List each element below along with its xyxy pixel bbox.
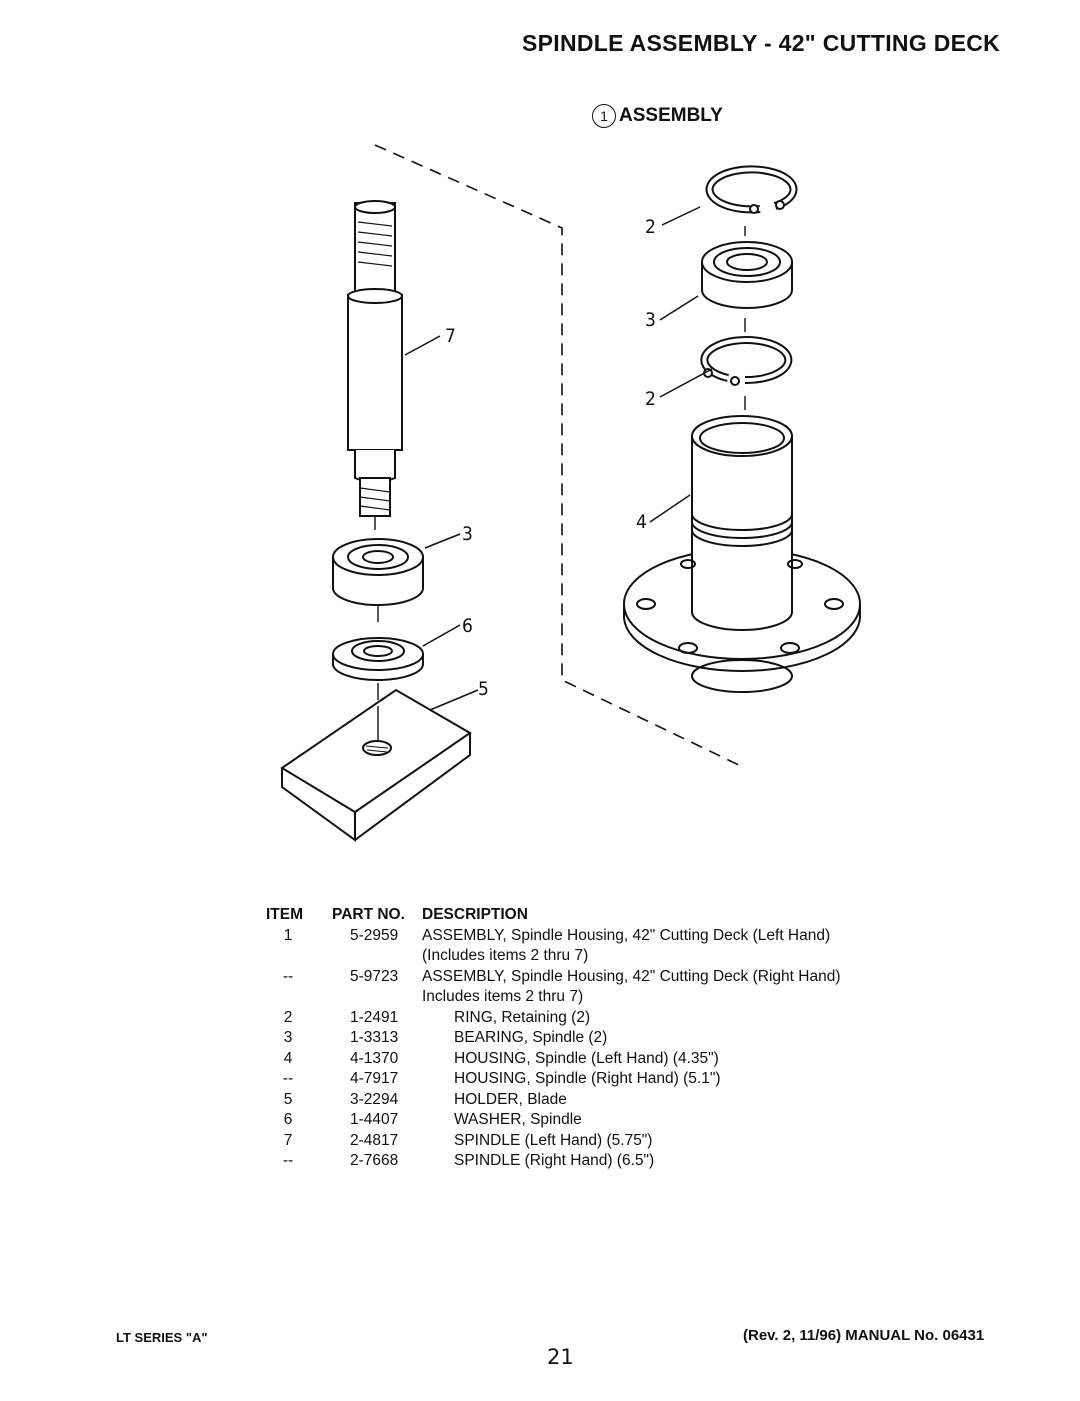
section-number-badge: 1 xyxy=(592,104,616,128)
part-description: HOLDER, Blade xyxy=(454,1090,567,1108)
section-label: ASSEMBLY xyxy=(619,105,723,126)
table-row: 7 2-4817 SPINDLE (Left Hand) (5.75") xyxy=(266,1131,840,1152)
item-number: 4 xyxy=(283,1049,293,1067)
table-row: 4 4-1370 HOUSING, Spindle (Left Hand) (4… xyxy=(266,1049,840,1070)
section-heading: 1 ASSEMBLY xyxy=(592,104,723,128)
part-description: ASSEMBLY, Spindle Housing, 42" Cutting D… xyxy=(422,967,841,985)
alignment-dashed-line xyxy=(374,144,746,769)
item-number: -- xyxy=(282,967,294,985)
housing-part xyxy=(623,415,861,693)
part-number: 4-7917 xyxy=(350,1070,399,1087)
header-part-no: PART NO. xyxy=(332,906,405,923)
table-row: 3 1-3313 BEARING, Spindle (2) xyxy=(266,1028,840,1049)
table-row: -- 4-7917 HOUSING, Spindle (Right Hand) … xyxy=(266,1069,840,1090)
spindle-part xyxy=(347,200,403,530)
table-row: 5 3-2294 HOLDER, Blade xyxy=(266,1090,840,1111)
item-number: 7 xyxy=(283,1131,293,1149)
part-description: WASHER, Spindle xyxy=(454,1111,582,1128)
part-number xyxy=(328,946,422,967)
bearing-right-part xyxy=(701,241,793,332)
part-description: (Includes items 2 thru 7) xyxy=(422,947,589,964)
header-description: DESCRIPTION xyxy=(422,906,528,923)
retaining-ring-top-part xyxy=(705,165,798,236)
part-description: BEARING, Spindle (2) xyxy=(454,1029,608,1046)
callout-4: 4 xyxy=(636,511,647,533)
part-number: 2-7668 xyxy=(350,1152,399,1169)
manual-reference: (Rev. 2, 11/96) MANUAL No. 06431 xyxy=(743,1327,985,1344)
callout-3-left: 3 xyxy=(462,523,473,545)
header-item: ITEM xyxy=(266,906,304,923)
exploded-parts-diagram: 7 3 6 5 2 3 2 4 xyxy=(280,144,861,842)
table-row: 2 1-2491 RING, Retaining (2) xyxy=(266,1008,840,1029)
part-number: 1-3313 xyxy=(350,1029,399,1046)
callout-7: 7 xyxy=(445,325,456,347)
blade-holder-part xyxy=(280,688,472,842)
item-number: 5 xyxy=(283,1090,293,1108)
item-number xyxy=(266,987,328,1008)
table-row: -- 2-7668 SPINDLE (Right Hand) (6.5") xyxy=(266,1151,840,1172)
item-number xyxy=(266,946,328,967)
part-number: 2-4817 xyxy=(350,1131,399,1149)
retaining-ring-lower-part xyxy=(700,336,793,410)
page-title: SPINDLE ASSEMBLY - 42" CUTTING DECK xyxy=(522,30,1001,56)
part-number: 1-2491 xyxy=(350,1008,399,1026)
item-number: -- xyxy=(282,1152,294,1169)
part-number: 1-4407 xyxy=(350,1111,399,1128)
series-label: LT SERIES "A" xyxy=(116,1330,208,1345)
part-description: HOUSING, Spindle (Right Hand) (5.1") xyxy=(454,1070,721,1087)
part-description: SPINDLE (Left Hand) (5.75") xyxy=(454,1131,653,1149)
part-number: 3-2294 xyxy=(350,1090,399,1108)
part-number xyxy=(328,987,422,1008)
part-number: 5-2959 xyxy=(350,926,399,944)
item-number: -- xyxy=(282,1070,294,1087)
item-number: 3 xyxy=(283,1029,293,1046)
callout-2-lower: 2 xyxy=(645,388,656,410)
part-description: ASSEMBLY, Spindle Housing, 42" Cutting D… xyxy=(422,926,831,944)
item-number: 1 xyxy=(283,926,293,944)
table-row: (Includes items 2 thru 7) xyxy=(266,946,840,967)
callout-6: 6 xyxy=(462,615,473,637)
washer-part xyxy=(332,637,424,700)
parts-list: ITEM PART NO. DESCRIPTION 1 5-2959 ASSEM… xyxy=(266,905,840,1172)
item-number: 6 xyxy=(283,1111,293,1128)
part-description: RING, Retaining (2) xyxy=(454,1008,591,1026)
part-description: SPINDLE (Right Hand) (6.5") xyxy=(454,1152,655,1169)
part-description: Includes items 2 thru 7) xyxy=(422,988,584,1005)
table-row: Includes items 2 thru 7) xyxy=(266,987,840,1008)
page-number: 21 xyxy=(547,1345,574,1369)
part-description: HOUSING, Spindle (Left Hand) (4.35") xyxy=(454,1049,719,1067)
part-number: 4-1370 xyxy=(350,1049,399,1067)
part-number: 5-9723 xyxy=(350,967,399,985)
table-row: -- 5-9723 ASSEMBLY, Spindle Housing, 42"… xyxy=(266,967,841,988)
parts-list-header: ITEM PART NO. DESCRIPTION xyxy=(266,905,840,926)
callout-3-right: 3 xyxy=(645,309,656,331)
bearing-left-part xyxy=(332,538,424,622)
table-row: 6 1-4407 WASHER, Spindle xyxy=(266,1110,840,1131)
item-number: 2 xyxy=(283,1008,293,1026)
table-row: 1 5-2959 ASSEMBLY, Spindle Housing, 42" … xyxy=(266,926,840,947)
callout-2-top: 2 xyxy=(645,216,656,238)
callout-5: 5 xyxy=(478,678,489,700)
